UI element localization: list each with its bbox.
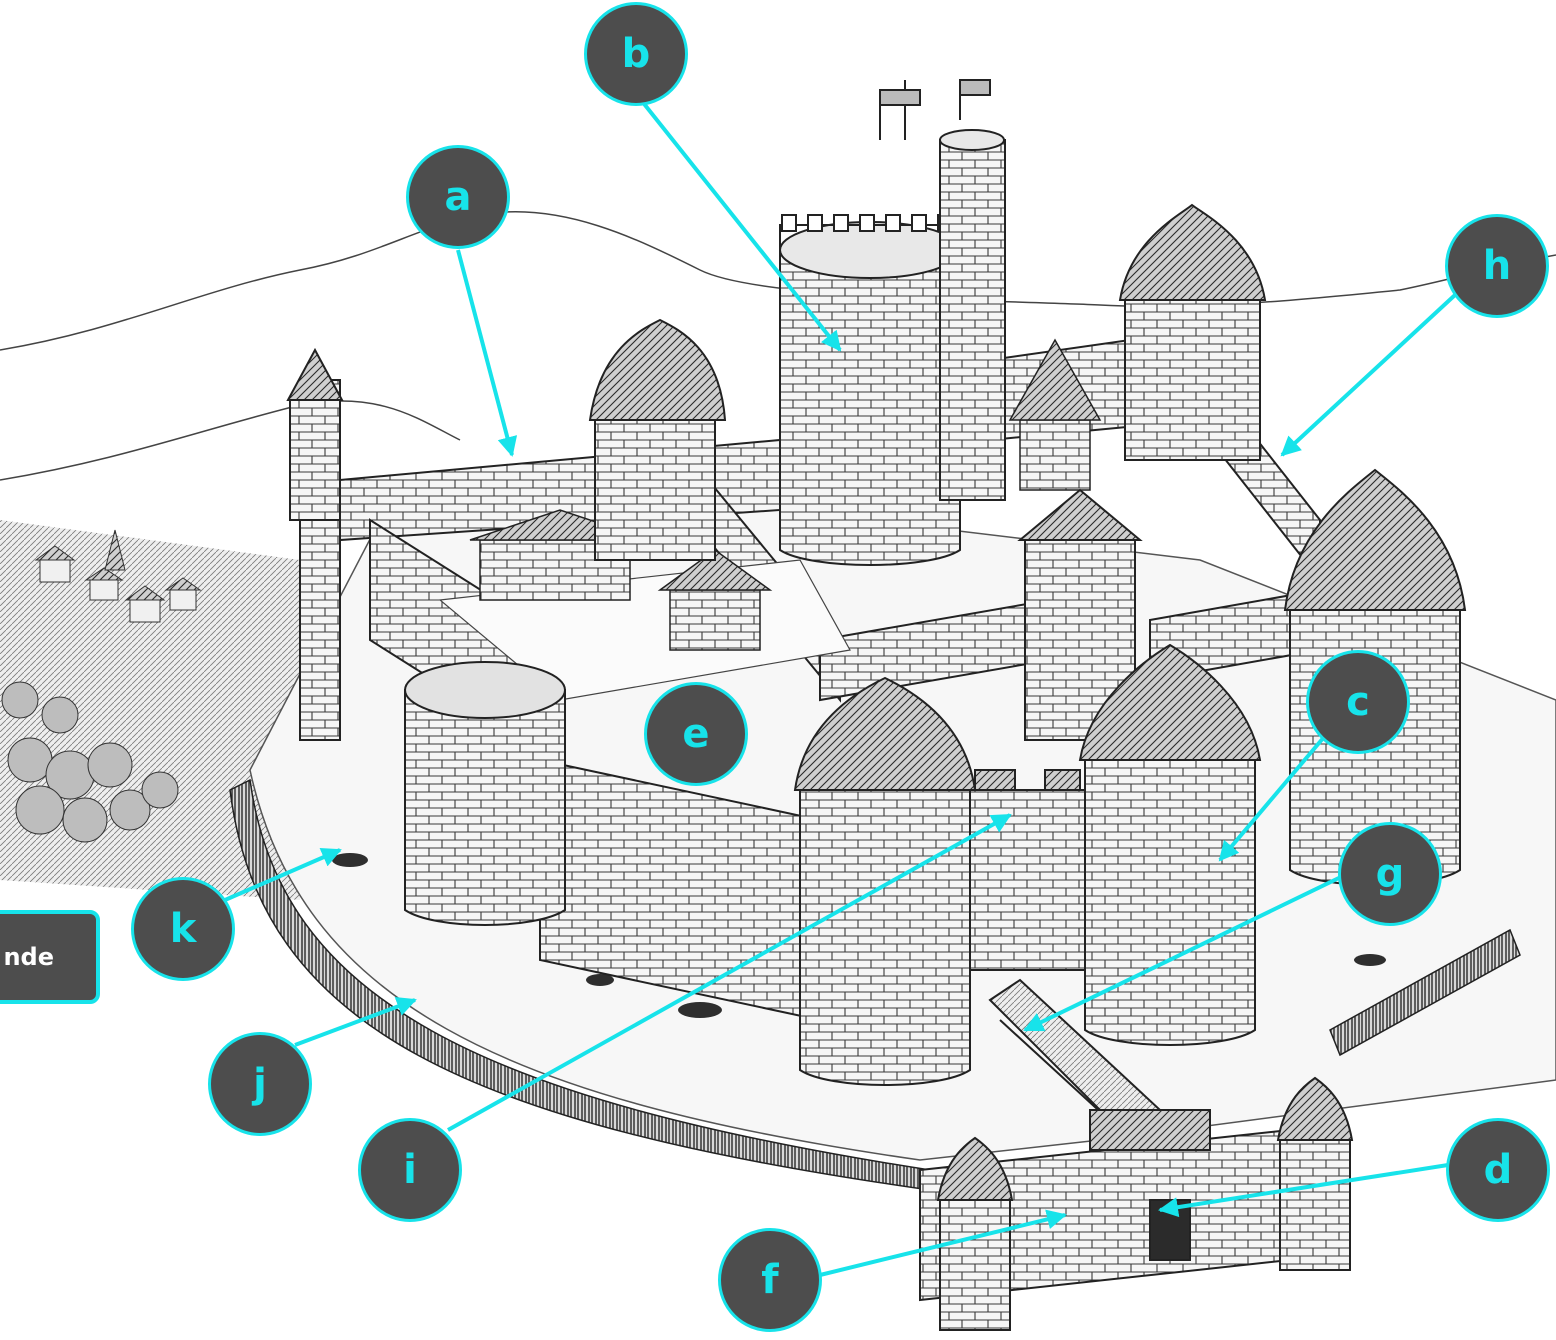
label-f[interactable]: f [718, 1228, 822, 1332]
label-c[interactable]: c [1306, 650, 1410, 754]
label-i[interactable]: i [358, 1118, 462, 1222]
keep-tower [779, 79, 1006, 566]
label-a[interactable]: a [406, 145, 510, 249]
inner-gatehouse [969, 769, 1086, 971]
village-and-forest [0, 520, 300, 900]
label-d[interactable]: d [1446, 1118, 1550, 1222]
left-corner-tower [286, 347, 344, 521]
outer-palisade-right [1329, 928, 1521, 1057]
label-k[interactable]: k [131, 877, 235, 981]
front-left-tower [404, 661, 566, 926]
label-b[interactable]: b [584, 2, 688, 106]
rear-right-tower [1118, 203, 1267, 461]
gatehouse-left-tower [793, 676, 977, 1086]
label-g[interactable]: g [1338, 822, 1442, 926]
pointer-arrows [224, 93, 1457, 1277]
curtain-walls [299, 328, 1321, 1022]
label-j[interactable]: j [208, 1032, 312, 1136]
label-e[interactable]: e [644, 682, 748, 786]
gatehouse-right-tower [1078, 643, 1262, 1046]
legend-button[interactable]: nde [0, 910, 100, 1004]
courtyard-buildings [469, 338, 1102, 651]
background-hills [0, 211, 1556, 481]
rear-left-tower [588, 318, 727, 561]
label-h[interactable]: h [1445, 214, 1549, 318]
